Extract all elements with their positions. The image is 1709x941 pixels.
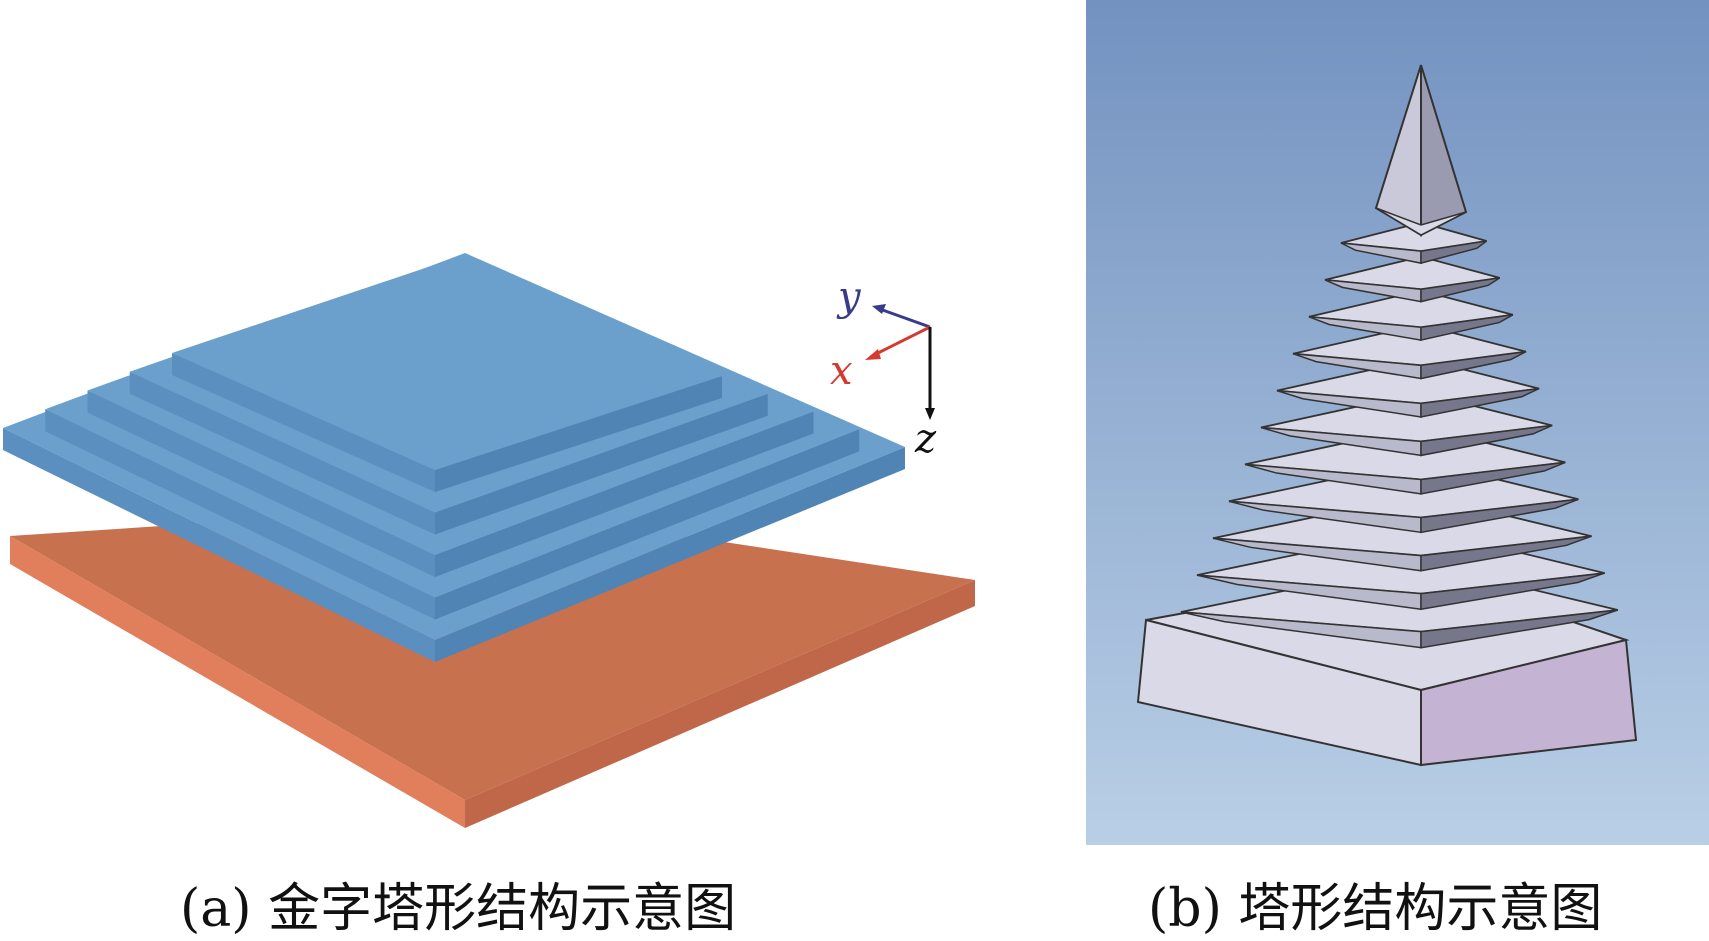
y-axis-label: y <box>836 274 862 320</box>
tower-tier-stack <box>1136 221 1638 767</box>
caption-a: (a) 金字塔形结构示意图 <box>180 879 737 939</box>
tower-base-front-right <box>1420 638 1638 767</box>
pyramid-layer-left-side <box>87 390 435 577</box>
caption-b: (b) 塔形结构示意图 <box>1148 879 1603 939</box>
tower-tier-right-edge <box>1420 350 1527 380</box>
tower-tier-right-edge <box>1420 314 1514 342</box>
tower-tier-right-edge <box>1420 535 1592 572</box>
x-axis-label: x <box>830 348 853 394</box>
pyramid-layer-left-side <box>129 371 435 535</box>
pyramid-layer-left-side <box>172 353 435 492</box>
pyramid-layer-right-side <box>435 429 860 620</box>
tower-tier-right-edge <box>1420 572 1605 611</box>
pyramid-layer-right-side <box>435 447 905 662</box>
tower-figure <box>1086 0 1709 845</box>
pyramid-layer-right-side <box>435 393 768 535</box>
tower-tier-right-edge <box>1420 424 1553 457</box>
panel-a-pyramid-diagram: y x z (a) 金字塔形结构示意图 <box>3 253 975 939</box>
tower-tier-right-edge <box>1420 609 1619 649</box>
tower-tier-right-edge <box>1420 498 1579 534</box>
tower-tier-11 <box>1340 221 1488 265</box>
pyramid-layer-left-side <box>3 428 435 662</box>
tower-tier-10 <box>1324 255 1501 303</box>
pyramid-layer-right-side <box>435 376 722 492</box>
pyramid-layer-5 <box>172 257 722 492</box>
tower-tier-right-edge <box>1420 277 1501 303</box>
tower-tier-right-edge <box>1420 387 1540 418</box>
tower-tier-right-edge <box>1420 461 1566 495</box>
tower-tier-8 <box>1292 323 1527 380</box>
pyramid-layer-top <box>172 257 722 470</box>
tower-tier-6 <box>1260 391 1553 457</box>
tower-apex <box>1374 64 1468 237</box>
pyramid-layer-left-side <box>45 409 435 620</box>
tower-tier-7 <box>1276 357 1540 418</box>
pyramid-layers-figure: y x z <box>3 253 975 828</box>
z-axis-label: z <box>914 416 937 462</box>
tower-tier-9 <box>1308 289 1514 342</box>
pyramid-layer-right-side <box>435 411 814 577</box>
substrate-plate <box>10 505 975 828</box>
coordinate-axes: y x z <box>830 274 937 462</box>
pyramid-layer-stack <box>3 253 905 662</box>
y-axis-arrow <box>876 306 931 329</box>
x-axis-arrow <box>871 325 931 358</box>
tower-tier-right-edge <box>1420 240 1488 265</box>
panel-b-tower-diagram: (b) 塔形结构示意图 <box>1086 0 1709 940</box>
